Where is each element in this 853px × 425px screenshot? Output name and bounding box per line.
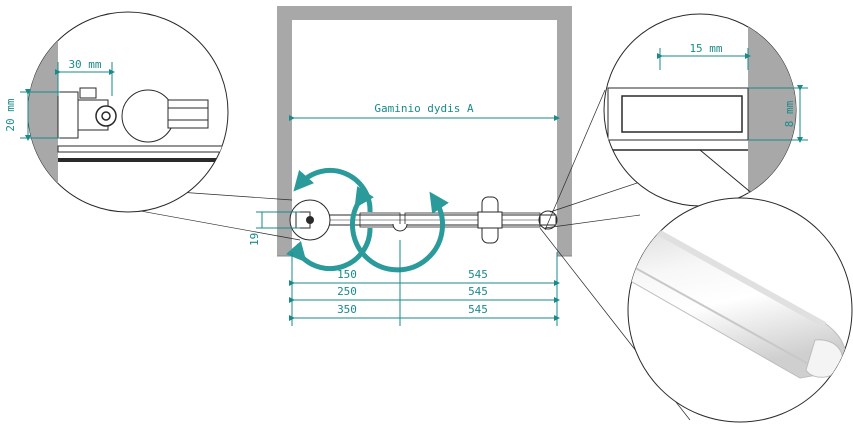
dimension-row-2: 250 545 — [289, 285, 560, 303]
profile-callout — [627, 197, 853, 423]
dimension-row-1-left: 150 — [337, 268, 357, 281]
detail-left-callout: 30 mm 20 mm — [4, 11, 229, 213]
side-offset-dimension: 19 — [248, 211, 300, 246]
dimension-row-1: 150 545 — [289, 268, 560, 286]
opening-width-dimension: Gaminio dydis A — [289, 102, 560, 121]
middle-pivot — [392, 223, 408, 232]
detail-left-width-label: 30 mm — [68, 58, 101, 71]
right-end-clip — [538, 210, 558, 230]
detail-left-height-label: 20 mm — [4, 98, 17, 131]
door-glass — [299, 212, 551, 228]
detail-right-callout: 15 mm 8 mm — [603, 13, 808, 207]
dimension-rows: 150 545 250 545 350 545 — [289, 240, 560, 326]
rotate-arrow-icon — [285, 167, 449, 273]
hinge-icon — [289, 199, 331, 241]
door-handle-icon — [477, 196, 503, 244]
detail-right-height-label: 8 mm — [783, 100, 796, 127]
dimension-row-2-right: 545 — [468, 285, 488, 298]
side-offset-label: 19 — [248, 233, 261, 246]
dimension-row-1-right: 545 — [468, 268, 488, 281]
dimension-row-2-left: 250 — [337, 285, 357, 298]
dimension-row-3-right: 545 — [468, 303, 488, 316]
dimension-row-3: 350 545 — [289, 303, 560, 321]
detail-right-width-label: 15 mm — [689, 42, 722, 55]
dimension-row-3-left: 350 — [337, 303, 357, 316]
opening-width-label: Gaminio dydis A — [374, 102, 474, 115]
